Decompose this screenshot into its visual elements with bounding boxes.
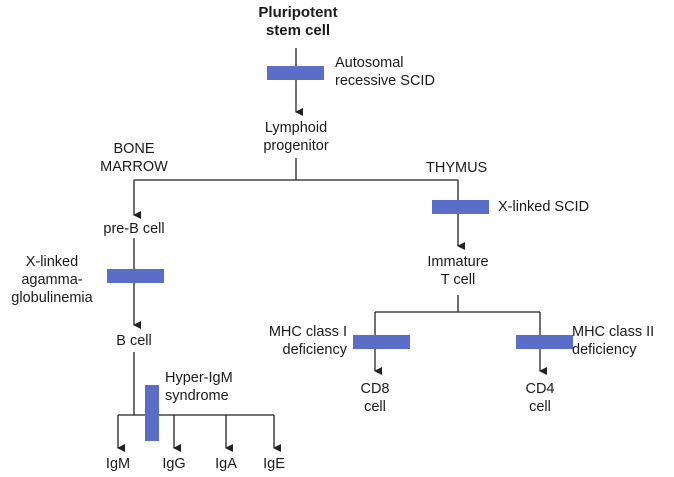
label-mhc-class-1-deficiency: MHC class I deficiency xyxy=(268,324,347,358)
block-x-linked-agamma xyxy=(107,269,164,283)
node-lymphoid-progenitor: Lymphoid progenitor xyxy=(263,120,329,154)
node-pluripotent-stem-cell: Pluripotent stem cell xyxy=(258,4,338,39)
node-igm: IgM xyxy=(105,456,131,472)
node-b-cell: B cell xyxy=(116,333,152,349)
label-bone-marrow: BONE MARROW xyxy=(100,141,168,175)
node-iga: IgA xyxy=(215,456,237,472)
node-cd4-cell: CD4 cell xyxy=(525,381,555,415)
node-cd8-cell: CD8 cell xyxy=(360,381,390,415)
block-mhc-class-2 xyxy=(516,335,573,349)
label-x-linked-scid: X-linked SCID xyxy=(498,199,590,215)
block-hyper-igm xyxy=(145,385,159,441)
block-autosomal-scid xyxy=(267,66,324,80)
node-igg: IgG xyxy=(162,456,186,472)
label-thymus: THYMUS xyxy=(426,160,488,176)
block-bars xyxy=(107,66,573,441)
node-ige: IgE xyxy=(263,456,285,472)
label-x-linked-agammaglobulinemia: X-linked agamma- globulinemia xyxy=(11,254,93,306)
label-mhc-class-2-deficiency: MHC class II deficiency xyxy=(572,324,655,358)
node-immature-t-cell: Immature T cell xyxy=(427,254,489,288)
block-x-linked-scid xyxy=(432,200,489,214)
node-pre-b-cell: pre-B cell xyxy=(103,221,165,237)
label-autosomal-recessive-scid: Autosomal recessive SCID xyxy=(335,55,435,89)
block-mhc-class-1 xyxy=(353,335,410,349)
label-hyper-igm-syndrome: Hyper-IgM syndrome xyxy=(165,370,233,404)
